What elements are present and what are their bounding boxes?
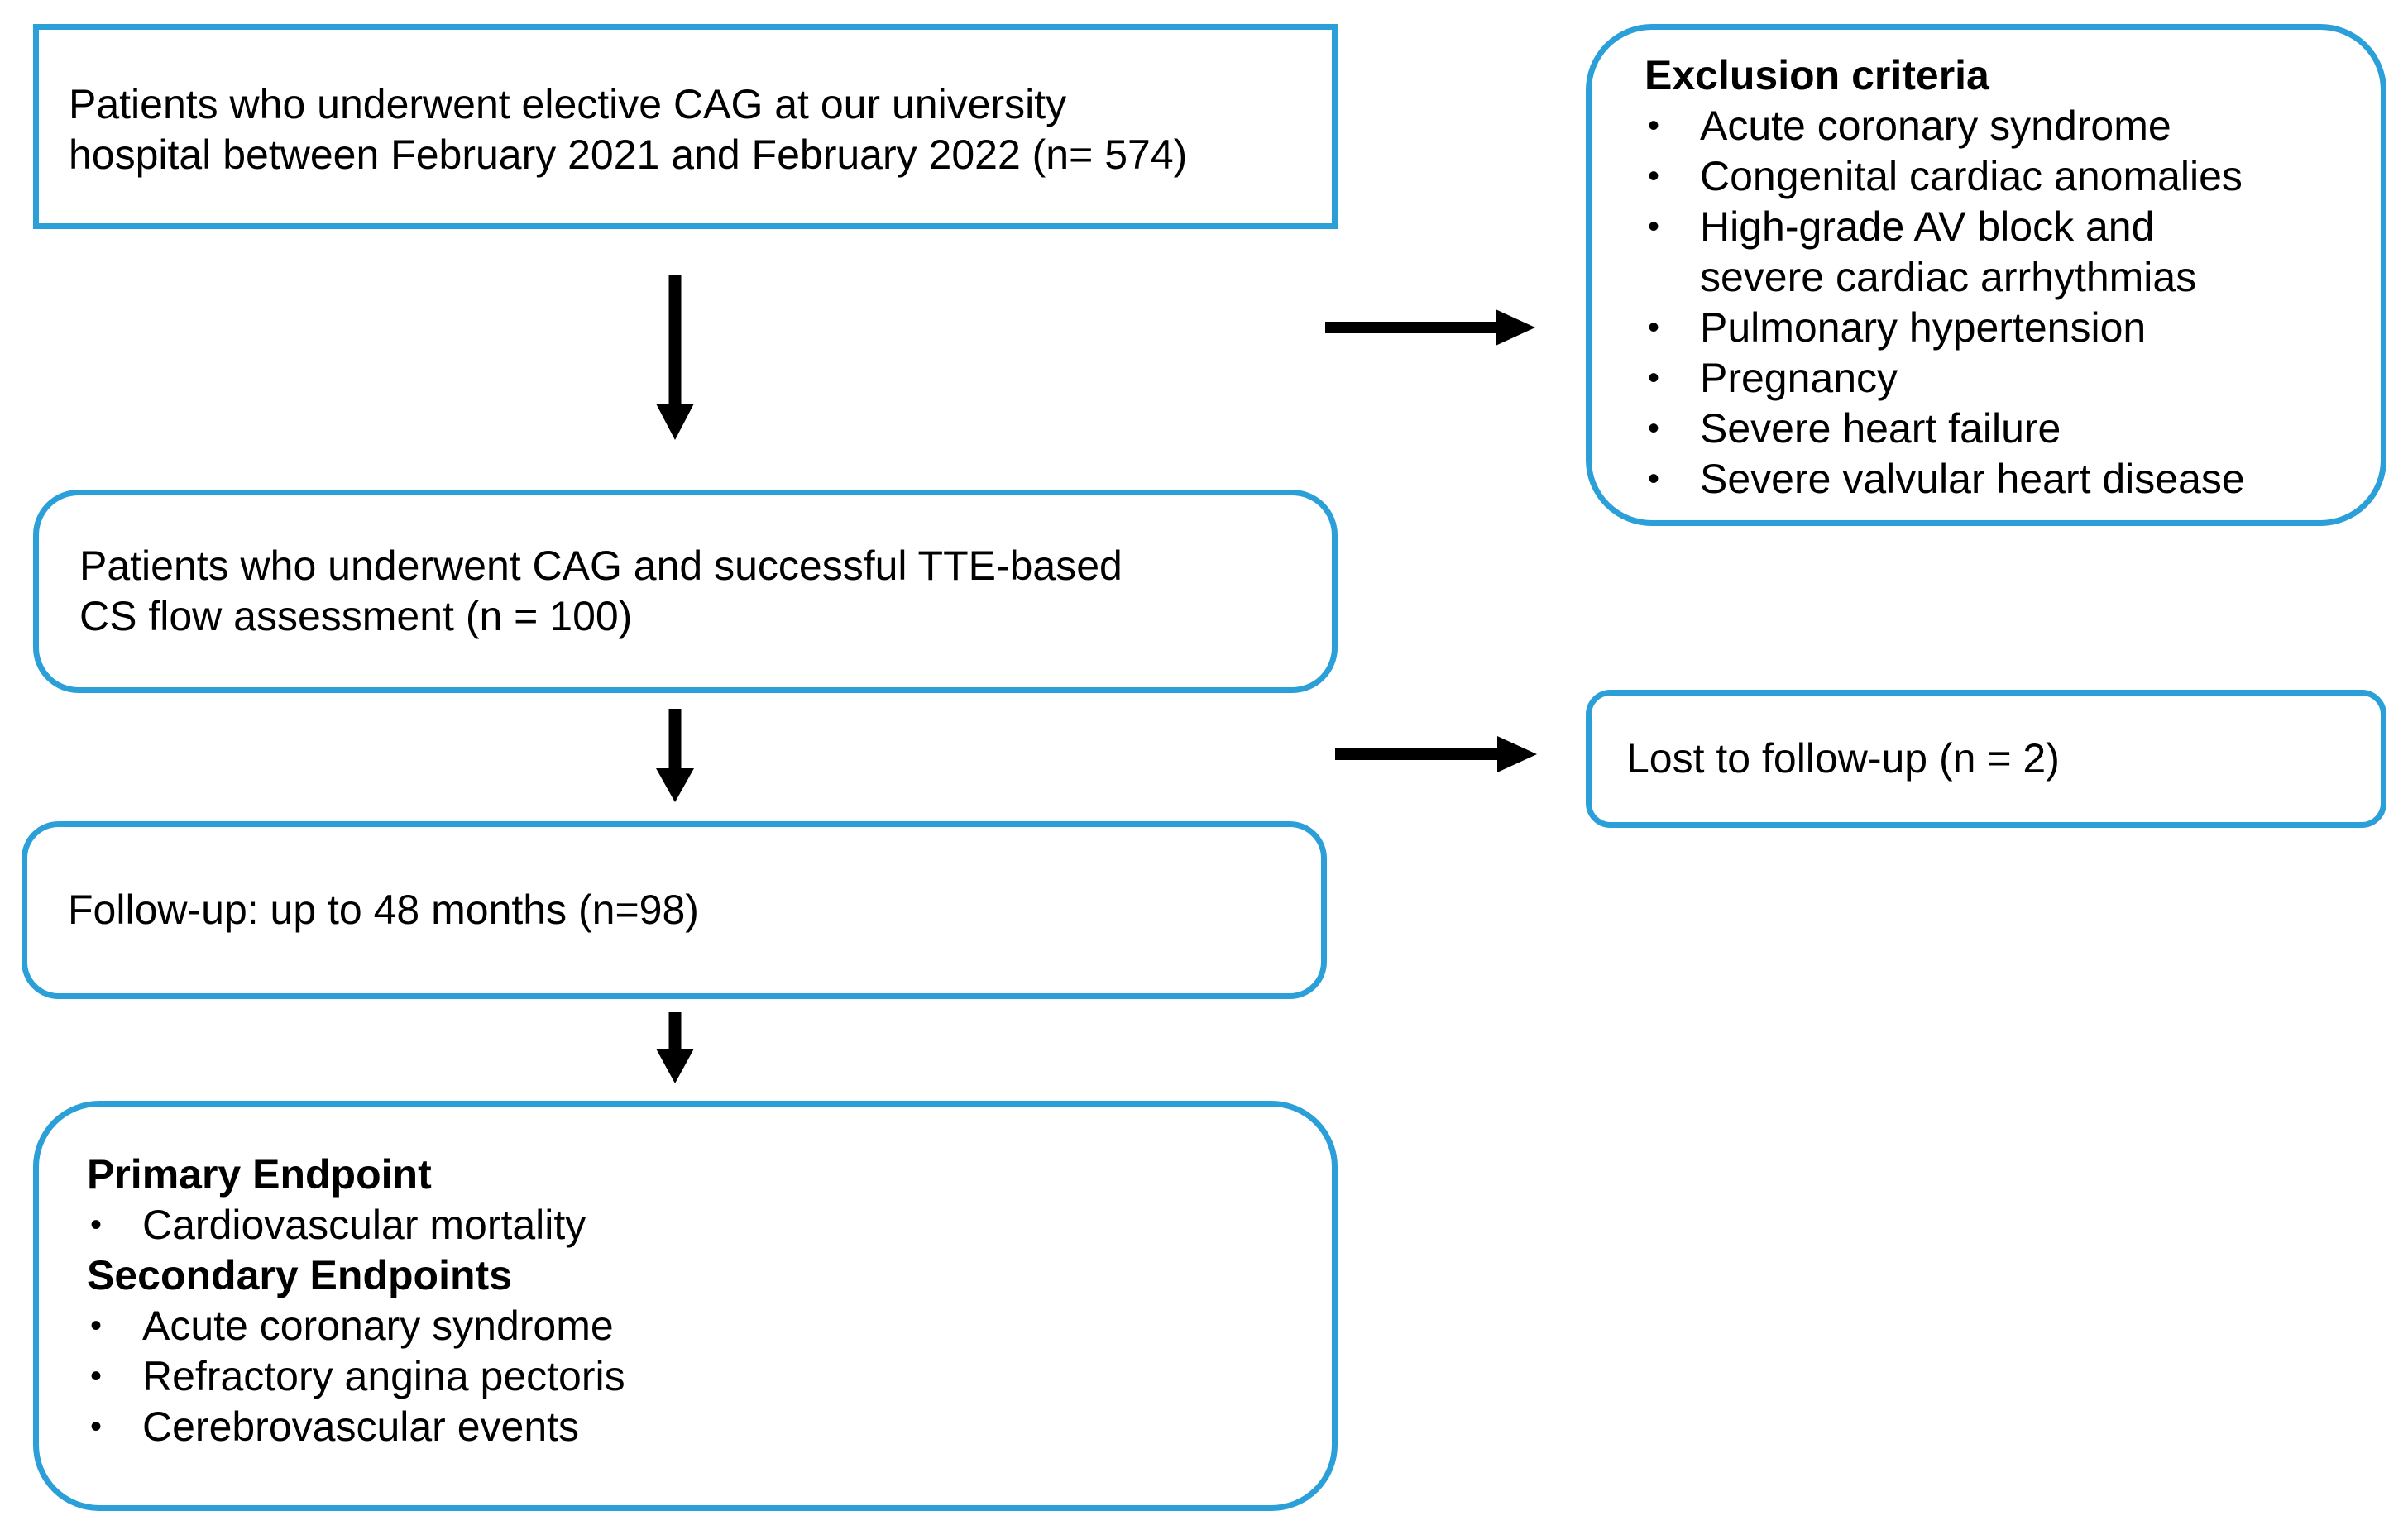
bullet: • bbox=[1648, 108, 1660, 144]
primary-endpoint-item: • Cardiovascular mortality bbox=[87, 1200, 625, 1250]
enrollment-line-2: hospital between February 2021 and Febru… bbox=[69, 131, 1188, 178]
bullet: • bbox=[1648, 461, 1660, 497]
secondary-endpoint-item: • Cerebrovascular events bbox=[87, 1402, 625, 1452]
lost-to-followup-box: Lost to follow-up (n = 2) bbox=[1586, 690, 2386, 828]
secondary-endpoint-item: • Refractory angina pectoris bbox=[87, 1351, 625, 1402]
assessment-line-1: Patients who underwent CAG and successfu… bbox=[79, 543, 1123, 589]
arrow-assessment-to-followup bbox=[656, 709, 694, 802]
arrow-to-lost bbox=[1335, 736, 1537, 772]
enrollment-box: Patients who underwent elective CAG at o… bbox=[33, 24, 1338, 229]
bullet: • bbox=[90, 1308, 103, 1344]
endpoints-box: Primary Endpoint • Cardiovascular mortal… bbox=[33, 1101, 1338, 1511]
exclusion-criteria-list: • Acute coronary syndrome • Congenital c… bbox=[1644, 101, 2245, 504]
primary-endpoint-heading: Primary Endpoint bbox=[87, 1151, 432, 1198]
primary-endpoint-list: • Cardiovascular mortality bbox=[87, 1200, 625, 1250]
bullet: • bbox=[90, 1207, 103, 1243]
bullet: • bbox=[1648, 410, 1660, 447]
exclusion-item: • High-grade AV block and severe cardiac… bbox=[1648, 203, 2197, 300]
bullet: • bbox=[1648, 158, 1660, 194]
lost-to-followup-text: Lost to follow-up (n = 2) bbox=[1626, 735, 2060, 782]
followup-box: Follow-up: up to 48 months (n=98) bbox=[22, 821, 1327, 999]
assessment-box: Patients who underwent CAG and successfu… bbox=[33, 490, 1338, 693]
exclusion-item: • Pulmonary hypertension bbox=[1644, 303, 2245, 353]
exclusion-item: • Acute coronary syndrome bbox=[1644, 101, 2245, 151]
exclusion-criteria-heading: Exclusion criteria bbox=[1644, 52, 1989, 98]
secondary-endpoints-list: • Acute coronary syndrome • Refractory a… bbox=[87, 1301, 625, 1452]
arrow-followup-to-endpoints bbox=[656, 1012, 694, 1083]
followup-text: Follow-up: up to 48 months (n=98) bbox=[68, 887, 699, 933]
arrow-enrollment-to-assessment bbox=[656, 275, 694, 440]
assessment-line-2: CS flow assessment (n = 100) bbox=[79, 593, 633, 639]
exclusion-item: • Severe heart failure bbox=[1644, 404, 2245, 454]
exclusion-item: • Congenital cardiac anomalies bbox=[1644, 151, 2245, 202]
bullet: • bbox=[1648, 208, 1660, 245]
bullet: • bbox=[90, 1358, 103, 1394]
secondary-endpoints-heading: Secondary Endpoints bbox=[87, 1252, 512, 1298]
bullet: • bbox=[1648, 309, 1660, 346]
enrollment-line-1: Patients who underwent elective CAG at o… bbox=[69, 81, 1067, 127]
exclusion-item: • Pregnancy bbox=[1644, 353, 2245, 404]
exclusion-criteria-box: Exclusion criteria • Acute coronary synd… bbox=[1586, 24, 2386, 526]
arrow-to-exclusion bbox=[1325, 309, 1535, 346]
secondary-endpoint-item: • Acute coronary syndrome bbox=[87, 1301, 625, 1351]
bullet: • bbox=[1648, 360, 1660, 396]
exclusion-item: • Severe valvular heart disease bbox=[1644, 454, 2245, 504]
bullet: • bbox=[90, 1408, 103, 1445]
